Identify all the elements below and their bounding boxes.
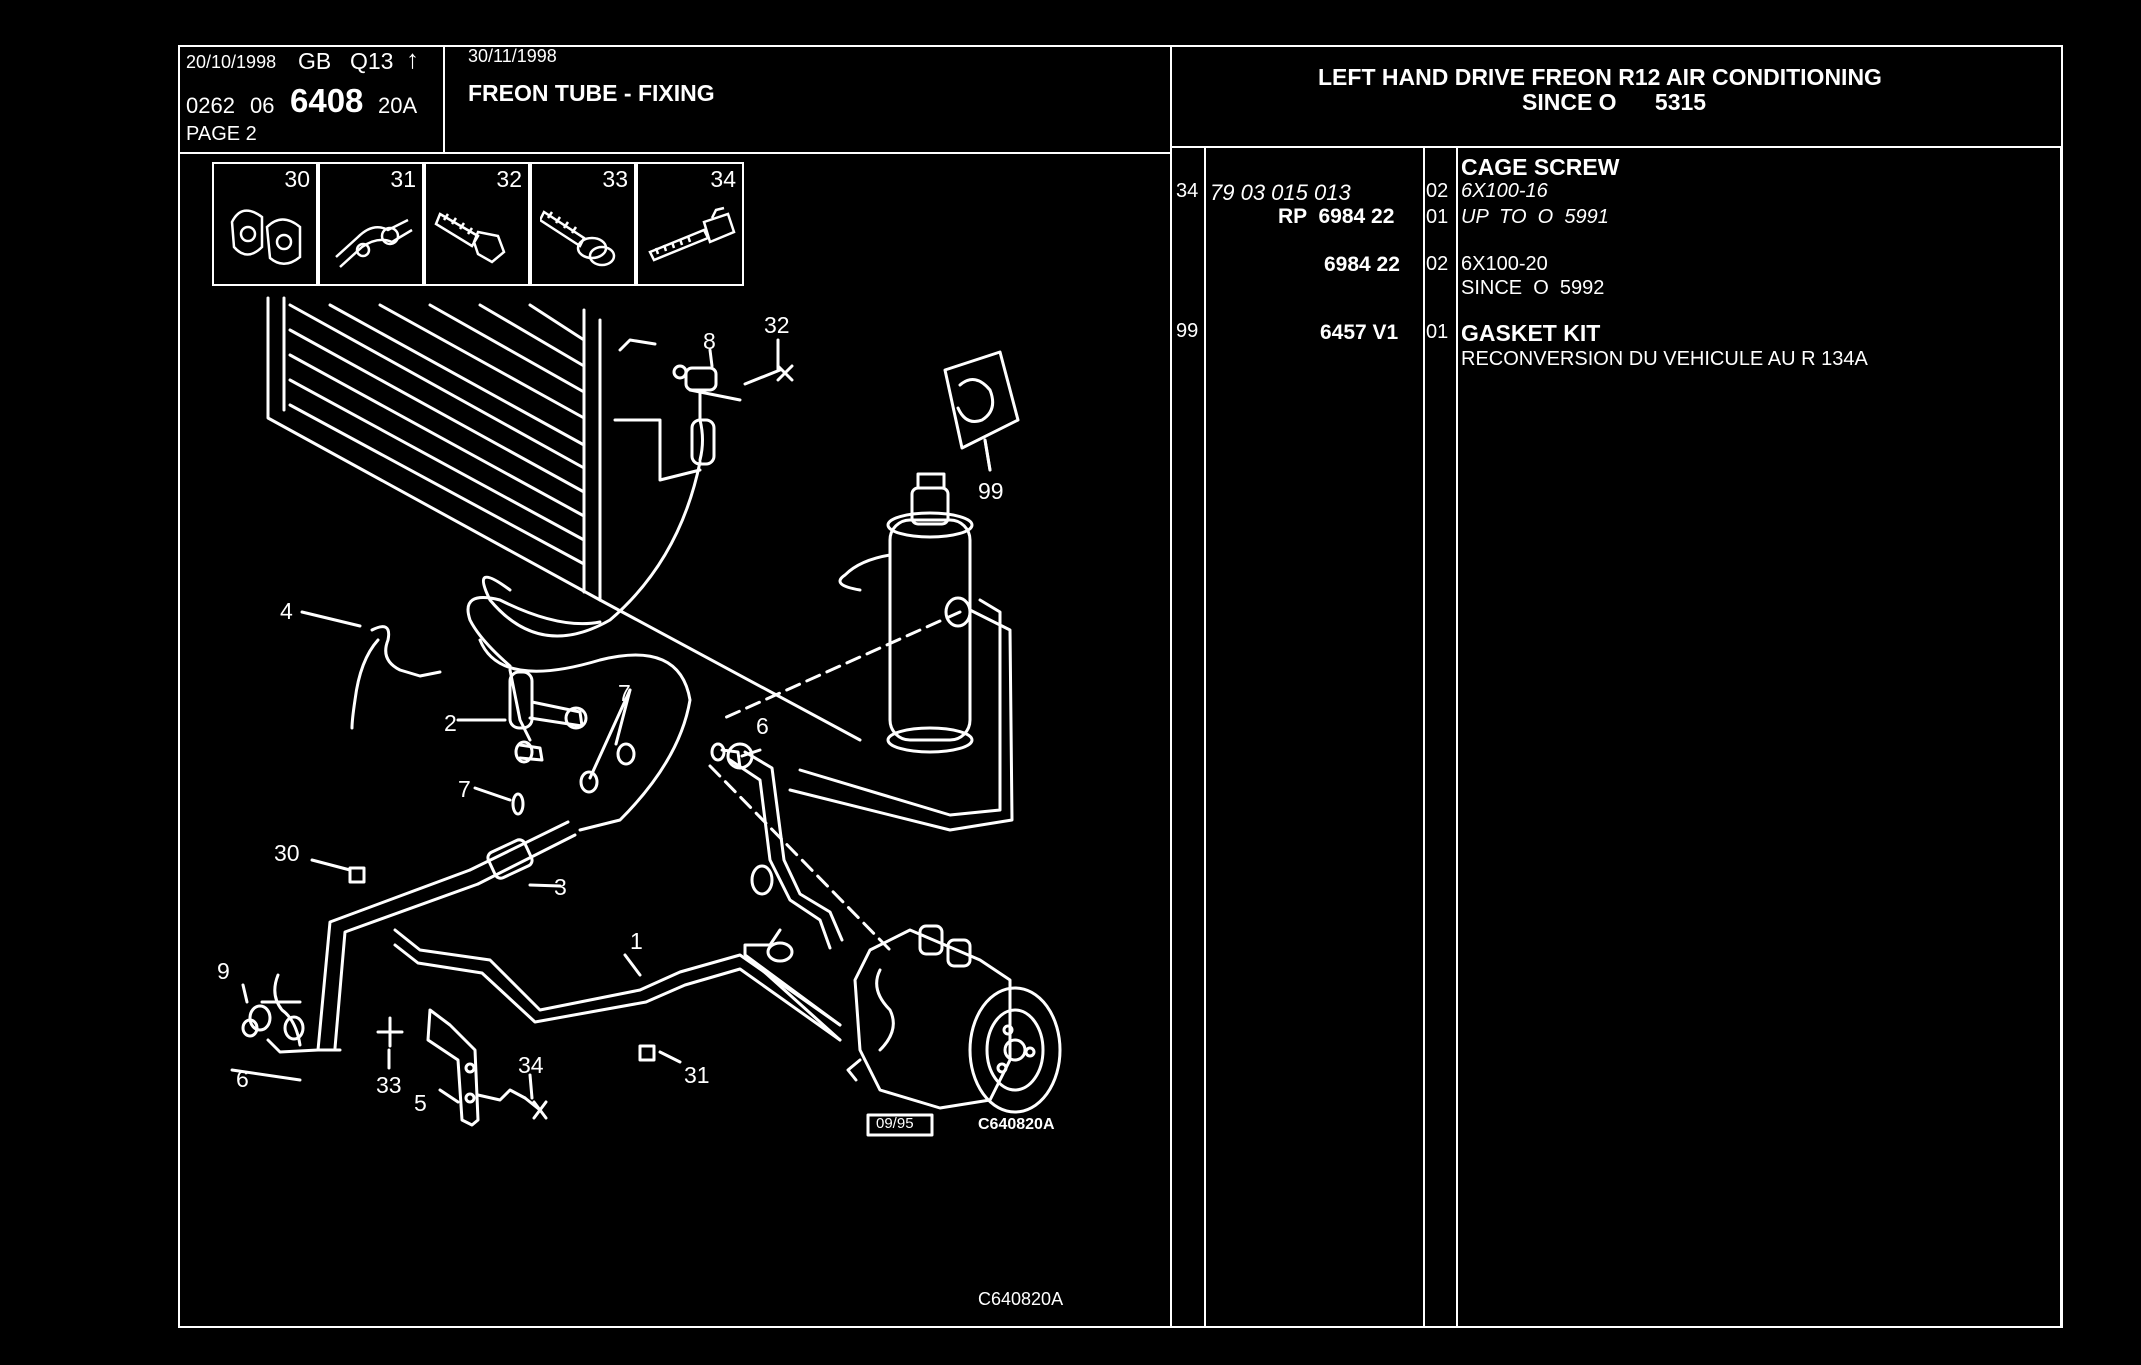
part-qty: 02 [1426,180,1449,202]
header-date: 20/10/1998 [186,52,277,72]
header-code: Q13 [350,48,394,74]
header-ref-group: 06 [250,93,275,118]
header-ref-main: 6408 [290,82,364,119]
header-bottom-right [1170,146,2063,148]
clip-icon [230,209,302,265]
callout-2: 2 [444,710,457,736]
header-bottom-left [178,152,1171,154]
part-desc: CAGE SCREW [1461,154,1620,180]
parts-col-qty-left [1423,146,1425,1328]
inset-tile-30: 30 [212,162,318,286]
header-date2: 30/11/1998 [468,46,557,66]
part-desc: UP TO O 5991 [1461,206,1609,228]
diagram-code-inner: C640820A [978,1116,1055,1133]
header-ref-suffix: 20A [378,93,418,118]
screw-icon [540,210,616,267]
callout-1: 1 [630,928,643,954]
sheet-frame [178,45,2063,1328]
part-desc: 6X100-20 [1461,253,1548,275]
tile-number: 33 [602,166,628,192]
callout-6-lower: 6 [236,1066,249,1092]
clamp-icon [335,218,413,268]
callout-3: 3 [554,874,567,900]
callout-99: 99 [978,478,1004,504]
tile-number: 34 [710,166,736,192]
main-title-line2: SINCE O 5315 [1522,89,1707,115]
part-desc: RECONVERSION DU VEHICULE AU R 134A [1461,348,1868,370]
parts-right-edge [2060,146,2062,1328]
bolt-icon [434,212,506,264]
tile-number: 30 [284,166,310,192]
tile-number: 31 [390,166,416,192]
part-number: 79 03 015 013 [1210,180,1351,205]
header-page: PAGE 2 [186,123,257,145]
part-desc: 6X100-16 [1461,180,1548,202]
inset-tile-34: 34 [636,162,744,286]
main-divider [1170,45,1172,1328]
callout-31: 31 [684,1062,710,1088]
callout-4: 4 [280,598,293,624]
part-desc: GASKET KIT [1461,320,1601,346]
callout-5: 5 [414,1090,427,1116]
cage-screw-icon [648,206,736,262]
callout-9: 9 [217,958,230,984]
inset-tile-33: 33 [530,162,636,286]
part-ref: 34 [1176,180,1199,202]
main-title-line1: LEFT HAND DRIVE FREON R12 AIR CONDITIONI… [1318,64,1882,90]
part-number: 6457 V1 [1320,321,1399,344]
callout-34: 34 [518,1052,544,1078]
section-title: FREON TUBE - FIXING [468,80,715,106]
parts-col-ref [1204,146,1206,1328]
callout-33: 33 [376,1072,402,1098]
header-lang: GB [298,48,332,74]
callout-7-upper: 7 [618,680,631,706]
part-qty: 01 [1426,206,1449,228]
callout-30: 30 [274,840,300,866]
inset-tile-32: 32 [424,162,530,286]
callout-7-lower: 7 [458,776,471,802]
tile-number: 32 [496,166,522,192]
part-qty: 02 [1426,253,1449,275]
part-ref: 99 [1176,320,1199,342]
up-arrow-icon: ↑ [406,44,419,74]
part-number: 6984 22 [1324,253,1400,276]
callout-6-upper: 6 [756,713,769,739]
header-divider [443,45,445,153]
part-desc: SINCE O 5992 [1461,277,1605,299]
part-qty: 01 [1426,321,1449,343]
callout-8: 8 [703,328,716,354]
header-ref-prefix: 0262 [186,93,235,118]
diagram-date-box: 09/95 [876,1115,914,1132]
part-number: RP 6984 22 [1278,205,1395,228]
callout-32: 32 [764,312,790,338]
inset-tile-31: 31 [318,162,424,286]
diagram-code-outer: C640820A [978,1289,1064,1309]
parts-col-qty-right [1456,146,1458,1328]
